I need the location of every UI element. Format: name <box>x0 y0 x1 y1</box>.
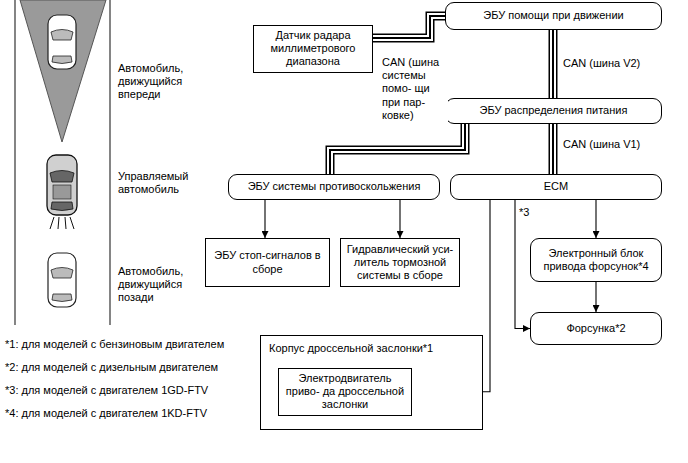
signal-arrow <box>265 200 266 238</box>
arrow-line <box>264 200 265 238</box>
signal-arrow <box>400 200 401 238</box>
bus-stroke <box>552 30 554 98</box>
ecu-box: ЭБУ помощи при движении <box>445 2 662 30</box>
component-box: Электронный блок привода форсунок*4 <box>530 238 662 282</box>
road-edge <box>109 0 110 325</box>
bus-stroke <box>550 30 556 98</box>
node-text: Гидравлический уси- литель тормозной сис… <box>346 243 454 283</box>
bus-label: CAN (шина V1) <box>563 138 663 151</box>
footnote: *2: для моделей с дизельным двигателем <box>5 361 255 374</box>
ecu-box: ЭБУ системы противоскольжения <box>228 174 440 200</box>
bus-label: CAN (шина системы помо- щи при пар- ковк… <box>382 56 448 122</box>
bus-label: *3 <box>519 206 539 219</box>
component-box: Гидравлический уси- литель тормозной сис… <box>340 238 460 287</box>
node-text: Форсунка*2 <box>566 322 625 335</box>
bus-stroke <box>330 124 465 174</box>
node-text: ECM <box>544 180 568 193</box>
bus-stroke <box>549 30 558 98</box>
own-car <box>47 155 77 229</box>
arrow-line <box>595 282 596 312</box>
can-bus <box>553 30 554 98</box>
bus-stroke <box>549 124 558 174</box>
footnote: *4: для моделей с двигателем 1KD-FTV <box>5 407 255 420</box>
can-bus <box>553 124 554 174</box>
signal-arrow <box>596 282 597 312</box>
sensor-box: Датчик радара миллиметрового диапазона <box>253 25 373 73</box>
component-box: ЭБУ стоп-сигналов в сборе <box>205 238 330 287</box>
radar-beam <box>20 0 106 142</box>
front-car <box>48 15 76 69</box>
ecu-box: ЭБУ распределения питания <box>445 98 662 124</box>
rear-car <box>48 253 76 307</box>
footnote: *3: для моделей с двигателем 1GD-FTV <box>5 384 255 397</box>
node-text: ЭБУ помощи при движении <box>483 9 623 22</box>
vehicle-label: Управляемый автомобиль <box>118 170 218 196</box>
component-box: Электродвигатель приво- да дроссельной з… <box>278 368 412 416</box>
footnote: *1: для моделей с бензиновым двигателем <box>5 338 255 351</box>
signal-arrow <box>515 200 530 329</box>
bus-stroke <box>550 124 556 174</box>
bus-stroke <box>373 16 445 38</box>
can-bus <box>330 124 465 174</box>
bus-stroke <box>373 16 445 38</box>
can-bus <box>373 16 445 38</box>
node-text: ЭБУ распределения питания <box>480 104 628 117</box>
arrow-line <box>595 200 596 238</box>
node-text: Электродвигатель приво- да дроссельной з… <box>284 372 406 412</box>
node-text: Датчик радара миллиметрового диапазона <box>259 29 367 69</box>
bus-stroke <box>330 124 465 174</box>
bus-stroke <box>552 124 554 174</box>
component-box: Форсунка*2 <box>530 312 662 345</box>
bus-label: CAN (шина V2) <box>563 57 663 70</box>
signal-arrow <box>596 200 597 238</box>
bus-stroke <box>330 124 465 174</box>
node-text: Электронный блок привода форсунок*4 <box>536 247 656 273</box>
node-text: ЭБУ стоп-сигналов в сборе <box>211 249 324 275</box>
node-text: ЭБУ системы противоскольжения <box>248 180 421 193</box>
arrow-line <box>399 200 400 238</box>
ecu-box: ECM <box>450 174 662 200</box>
vehicle-label: Автомобиль, движущийся позади <box>118 265 208 305</box>
vehicle-label: Автомобиль, движущийся впереди <box>118 62 208 102</box>
arrow-line <box>515 200 530 329</box>
node-text: Корпус дроссельной заслонки*1 <box>269 342 474 355</box>
bus-stroke <box>373 16 445 38</box>
road-edge <box>14 0 15 325</box>
housing-frame: Корпус дроссельной заслонки*1Электродвиг… <box>260 335 483 430</box>
